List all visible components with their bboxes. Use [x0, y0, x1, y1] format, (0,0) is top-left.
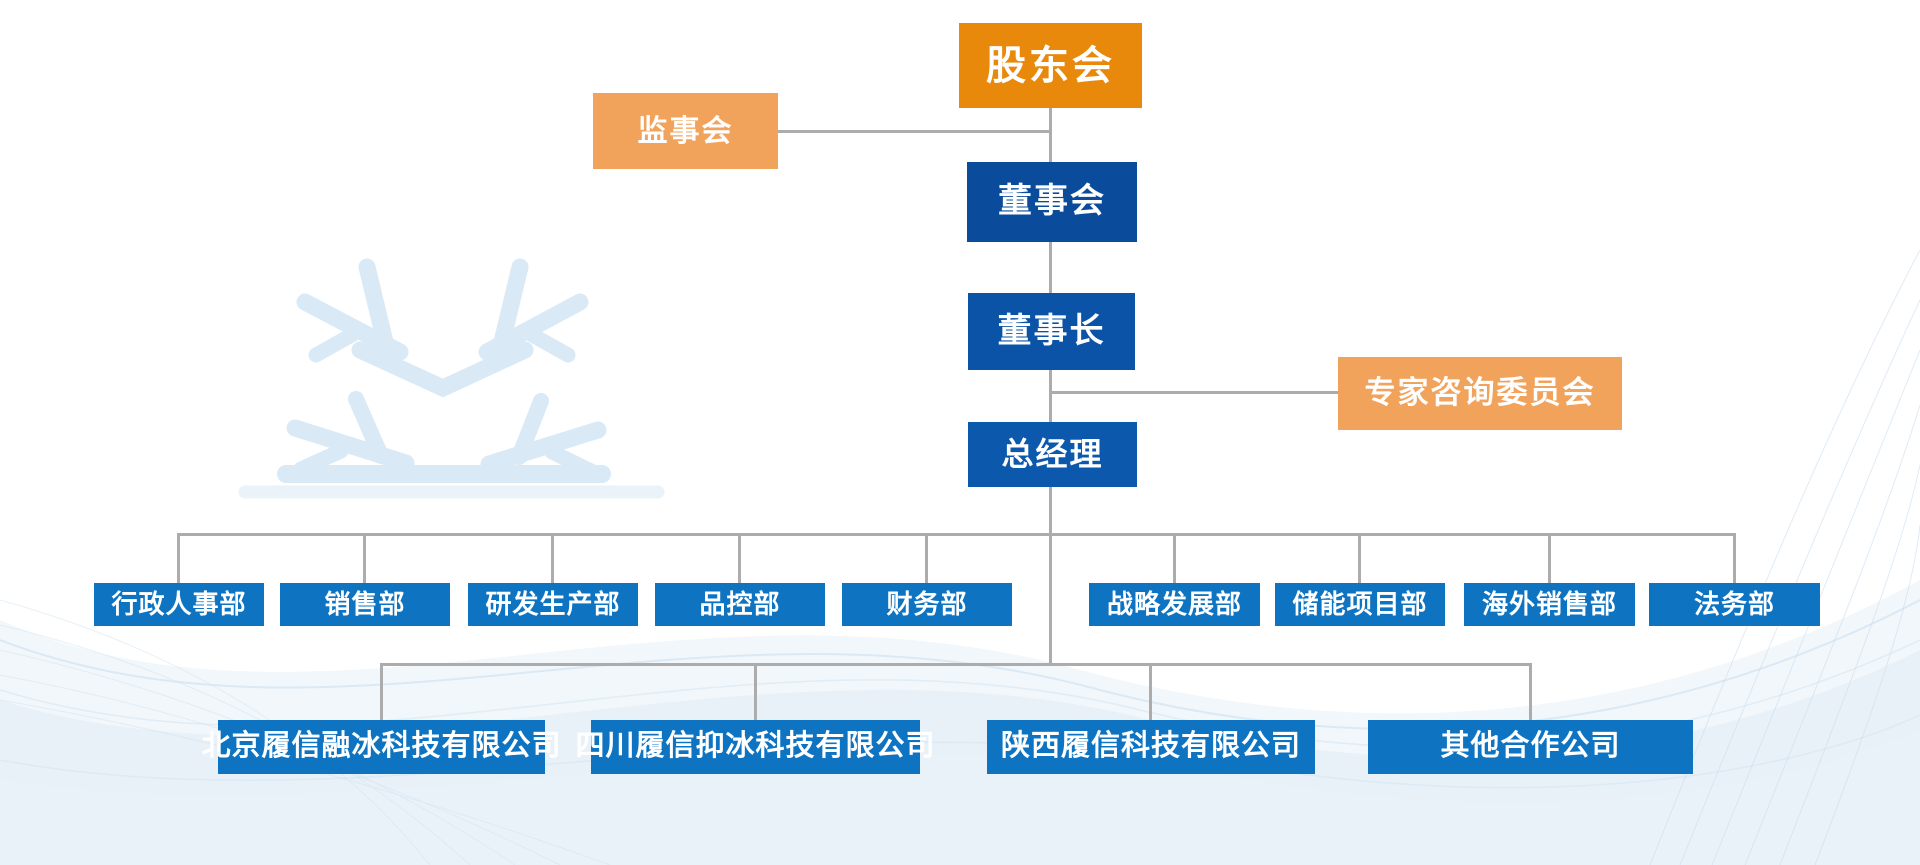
connector-chairman-gm: [1049, 370, 1052, 422]
dept-legal: 法务部: [1649, 583, 1820, 626]
snowflake-watermark: [238, 258, 665, 499]
connector-expert-branch: [1051, 391, 1338, 394]
connector-gm-companies: [1049, 533, 1052, 665]
connector-dept-stub-3: [551, 533, 554, 583]
connector-departments-rail: [178, 533, 1736, 536]
company-beijing-luxin-ice-melting: 北京履信融冰科技有限公司: [202, 720, 561, 774]
dept-overseas-sales: 海外销售部: [1464, 583, 1635, 626]
connector-supervisory-branch: [778, 130, 1051, 133]
connector-shareholders-board: [1049, 108, 1052, 162]
dept-rd-production: 研发生产部: [468, 583, 638, 626]
dept-admin-hr: 行政人事部: [94, 583, 264, 626]
company-shaanxi-luxin-technology: 陕西履信科技有限公司: [987, 720, 1315, 774]
node-shareholders-meeting: 股东会: [959, 23, 1142, 108]
node-chairman: 董事长: [968, 293, 1135, 370]
dept-sales: 销售部: [280, 583, 450, 626]
connector-dept-stub-5: [925, 533, 928, 583]
node-supervisory-board: 监事会: [593, 93, 778, 169]
connector-dept-stub-2: [363, 533, 366, 583]
connector-gm-departments: [1049, 487, 1052, 534]
connector-comp-stub-3: [1149, 663, 1152, 720]
connector-board-chairman: [1049, 242, 1052, 293]
node-expert-advisory-committee: 专家咨询委员会: [1338, 357, 1622, 430]
connector-dept-stub-6: [1173, 533, 1176, 583]
dept-strategy-development: 战略发展部: [1089, 583, 1260, 626]
connector-dept-stub-8: [1548, 533, 1551, 583]
connector-comp-stub-2: [754, 663, 757, 720]
connector-dept-stub-9: [1733, 533, 1736, 583]
dept-finance: 财务部: [842, 583, 1012, 626]
connector-comp-stub-1: [380, 663, 383, 720]
dept-energy-storage: 储能项目部: [1275, 583, 1445, 626]
company-sichuan-luxin-ice-control: 四川履信抑冰科技有限公司: [576, 720, 935, 774]
node-general-manager: 总经理: [968, 422, 1137, 487]
connector-dept-stub-1: [177, 533, 180, 583]
company-other-partners: 其他合作公司: [1368, 720, 1693, 774]
connector-companies-rail: [380, 663, 1532, 666]
connector-dept-stub-7: [1358, 533, 1361, 583]
connector-dept-stub-4: [738, 533, 741, 583]
node-board-of-directors: 董事会: [967, 162, 1137, 242]
dept-quality-control: 品控部: [655, 583, 825, 626]
connector-comp-stub-4: [1529, 663, 1532, 720]
